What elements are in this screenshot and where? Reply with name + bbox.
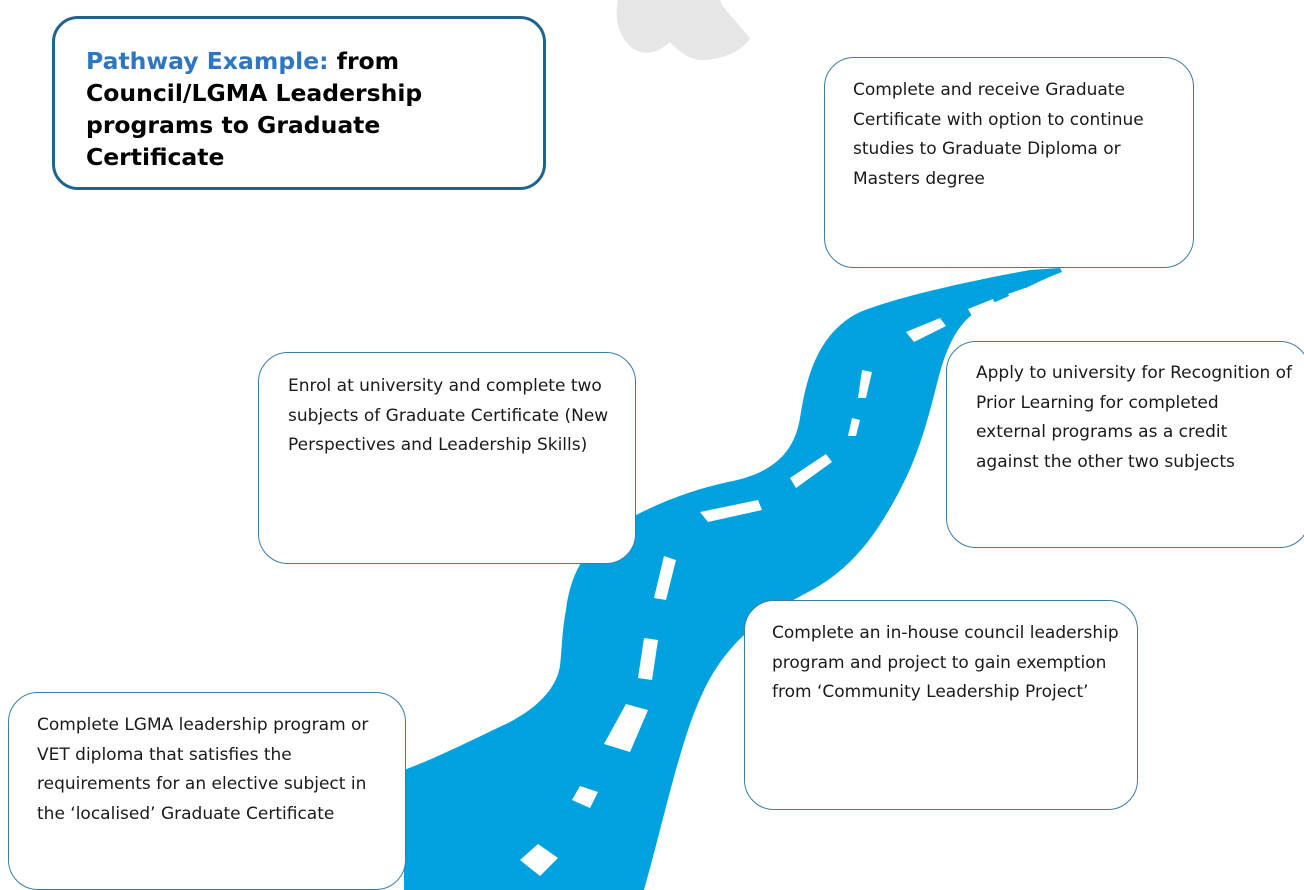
lane-marking xyxy=(858,370,872,398)
lane-marking xyxy=(1008,288,1028,300)
step-box-inhouse-program: Complete an in-house council leadership … xyxy=(744,600,1138,810)
lane-marking xyxy=(572,786,598,808)
lane-marking xyxy=(906,318,946,342)
lane-marking xyxy=(790,454,832,488)
title-rest: from Council/LGMA Leadership programs to… xyxy=(86,47,423,171)
lane-marking xyxy=(654,556,676,600)
step-box-lgma-program: Complete LGMA leadership program or VET … xyxy=(8,692,406,890)
step-box-enrol-university: Enrol at university and complete two sub… xyxy=(258,352,636,564)
diagram-title: Pathway Example: from Council/LGMA Leade… xyxy=(86,45,523,173)
lane-markings xyxy=(520,280,1053,876)
lane-marking xyxy=(848,418,860,436)
lane-marking xyxy=(968,299,996,316)
step-box-recognition-prior-learning: Apply to university for Recognition of P… xyxy=(946,341,1304,548)
road-shape xyxy=(400,268,1062,890)
lane-marking xyxy=(520,844,558,876)
title-box: Pathway Example: from Council/LGMA Leade… xyxy=(52,16,546,190)
watermark-top xyxy=(640,0,724,30)
title-accent: Pathway Example: xyxy=(86,47,329,75)
step-box-graduate-certificate: Complete and receive Graduate Certificat… xyxy=(824,57,1194,268)
lane-marking xyxy=(700,500,762,522)
lane-marking xyxy=(1036,280,1053,290)
lane-marking xyxy=(638,638,658,680)
lane-marking xyxy=(604,704,648,752)
